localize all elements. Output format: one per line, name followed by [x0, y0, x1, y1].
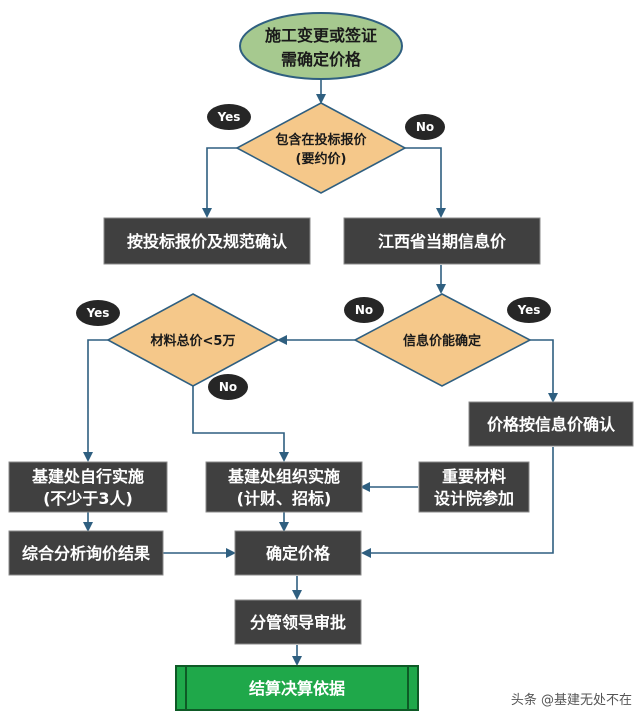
start-node: 施工变更或签证 需确定价格	[239, 12, 403, 80]
svg-text:江西省当期信息价: 江西省当期信息价	[378, 232, 507, 251]
box-jiangxi-info-price: 江西省当期信息价	[343, 217, 541, 265]
badge-yes-1: Yes	[207, 104, 251, 130]
svg-text:(计财、招标): (计财、招标)	[237, 489, 332, 508]
svg-text:材料总价<5万: 材料总价<5万	[151, 333, 236, 349]
badge-yes-2: Yes	[507, 297, 551, 323]
svg-text:Yes: Yes	[86, 306, 110, 320]
svg-text:基建处组织实施: 基建处组织实施	[227, 467, 340, 486]
svg-text:重要材料: 重要材料	[442, 467, 506, 486]
decision-material-total: 材料总价<5万	[106, 293, 280, 387]
svg-text:价格按信息价确认: 价格按信息价确认	[487, 415, 616, 434]
box-analysis: 综合分析询价结果	[8, 530, 164, 576]
svg-text:按投标报价及规范确认: 按投标报价及规范确认	[127, 232, 288, 251]
badge-no-3: No	[208, 374, 248, 400]
svg-text:设计院参加: 设计院参加	[434, 489, 514, 508]
decision-in-bid: 包含在投标报价 (要约价)	[235, 102, 407, 194]
svg-text:基建处自行实施: 基建处自行实施	[31, 467, 144, 486]
box-final-basis: 结算决算依据	[175, 665, 419, 711]
box-leader-approval: 分管领导审批	[234, 599, 362, 645]
connector-decision1-yes-to-bid	[202, 147, 237, 218]
start-line1: 施工变更或签证	[265, 26, 377, 45]
box-design-institute: 重要材料 设计院参加	[418, 461, 530, 513]
watermark: 头条 @基建无处不在	[511, 692, 632, 708]
svg-text:(不少于3人): (不少于3人)	[43, 489, 133, 508]
decision1-line2: (要约价)	[296, 151, 347, 167]
box-info-price-confirm: 价格按信息价确认	[468, 401, 634, 447]
start-line2: 需确定价格	[281, 50, 362, 69]
svg-text:分管领导审批: 分管领导审批	[250, 613, 346, 632]
connector-decision3-yes-to-self	[83, 339, 108, 462]
box-bid-confirm: 按投标报价及规范确认	[103, 217, 311, 265]
svg-text:结算决算依据: 结算决算依据	[248, 679, 345, 698]
badge-yes-3: Yes	[76, 300, 120, 326]
connector-decision2-yes-to-infoconfirm	[530, 339, 558, 403]
box-self-implement: 基建处自行实施 (不少于3人)	[8, 461, 168, 513]
svg-text:综合分析询价结果: 综合分析询价结果	[22, 544, 150, 563]
svg-text:No: No	[416, 120, 434, 134]
svg-text:No: No	[355, 303, 373, 317]
connector-infoconfirm-to-determine	[361, 447, 554, 558]
svg-text:确定价格: 确定价格	[266, 544, 331, 563]
badge-no-2: No	[344, 297, 384, 323]
svg-text:Yes: Yes	[217, 110, 241, 124]
box-determine-price: 确定价格	[234, 530, 362, 576]
decision1-line1: 包含在投标报价	[275, 132, 367, 148]
connector-decision1-no-to-jiangxi	[405, 147, 446, 218]
box-org-implement: 基建处组织实施 (计财、招标)	[205, 461, 363, 513]
svg-text:Yes: Yes	[517, 303, 541, 317]
connector-decision3-no-to-org	[192, 386, 289, 462]
connectors	[83, 80, 558, 666]
svg-text:信息价能确定: 信息价能确定	[403, 333, 481, 349]
svg-text:No: No	[219, 380, 237, 394]
decision-info-price: 信息价能确定	[353, 293, 532, 387]
badge-no-1: No	[405, 114, 445, 140]
